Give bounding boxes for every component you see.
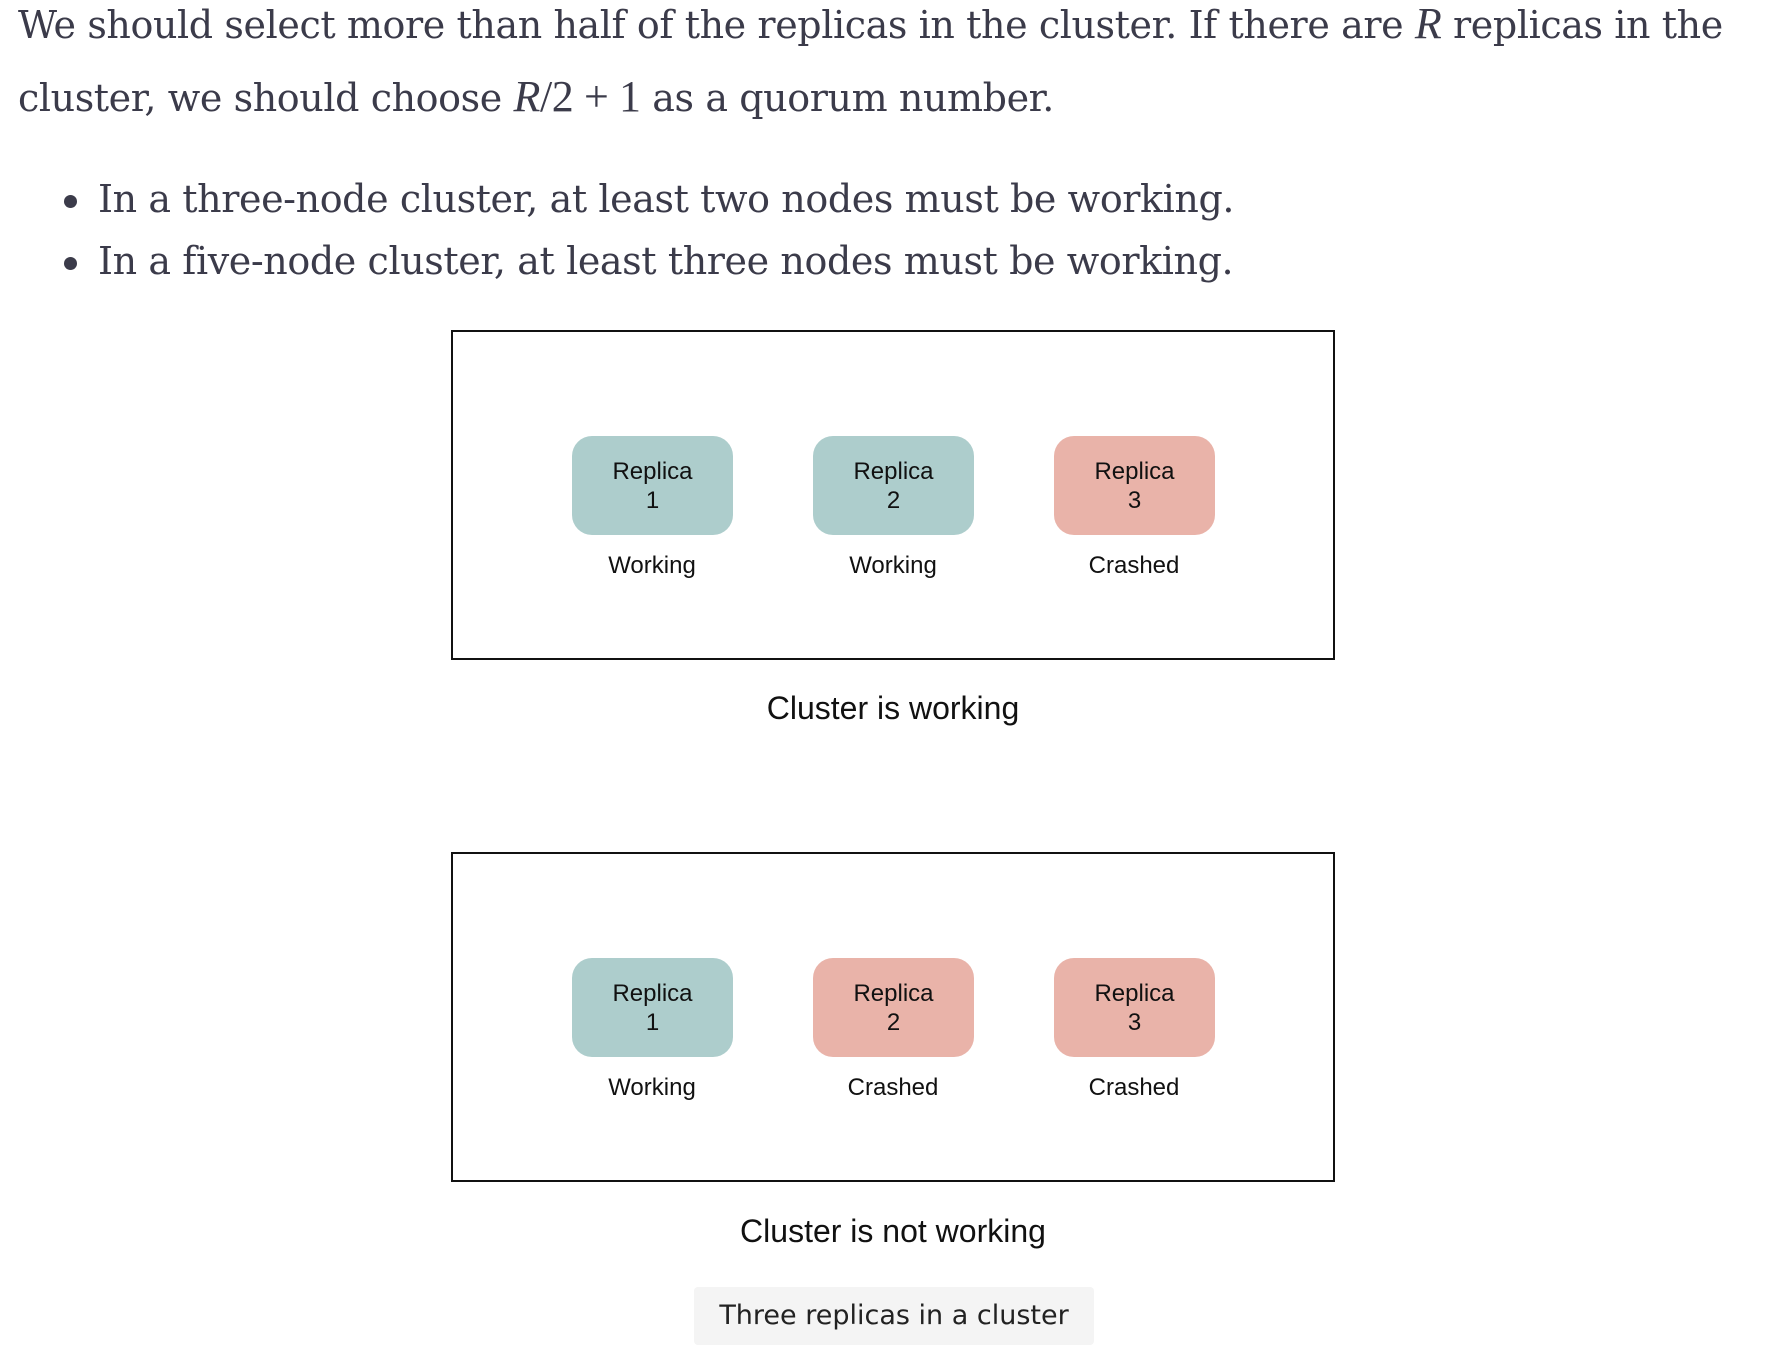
math-r: R	[1414, 0, 1442, 48]
replica-status: Crashed	[1088, 1074, 1180, 1101]
intro-text-3: as a quorum number.	[640, 76, 1054, 120]
bullet-item: In a five-node cluster, at least three n…	[46, 230, 1234, 292]
article-body: We should select more than half of the r…	[18, 0, 1758, 146]
quorum-formula: R/2 + 1	[513, 72, 641, 121]
replica-status: Crashed	[1088, 552, 1180, 579]
cluster-caption: Cluster is working	[766, 690, 1020, 726]
replica-status: Working	[849, 552, 937, 579]
replica-status: Working	[608, 1074, 696, 1101]
bullet-dot-icon	[64, 257, 77, 270]
replica-status: Working	[608, 552, 696, 579]
bullet-dot-icon	[64, 195, 77, 208]
intro-text-1: We should select more than half of the r…	[18, 3, 1415, 47]
figure-caption: Three replicas in a cluster	[694, 1287, 1094, 1345]
intro-paragraph: We should select more than half of the r…	[18, 0, 1758, 134]
bullet-item: In a three-node cluster, at least two no…	[46, 168, 1235, 230]
intro-text-2: replicas in the cluster, we should choos…	[18, 3, 1723, 120]
cluster-caption: Cluster is not working	[740, 1213, 1046, 1249]
replica-status: Crashed	[847, 1074, 939, 1101]
bullet-list: In a three-node cluster, at least two no…	[46, 168, 1235, 292]
